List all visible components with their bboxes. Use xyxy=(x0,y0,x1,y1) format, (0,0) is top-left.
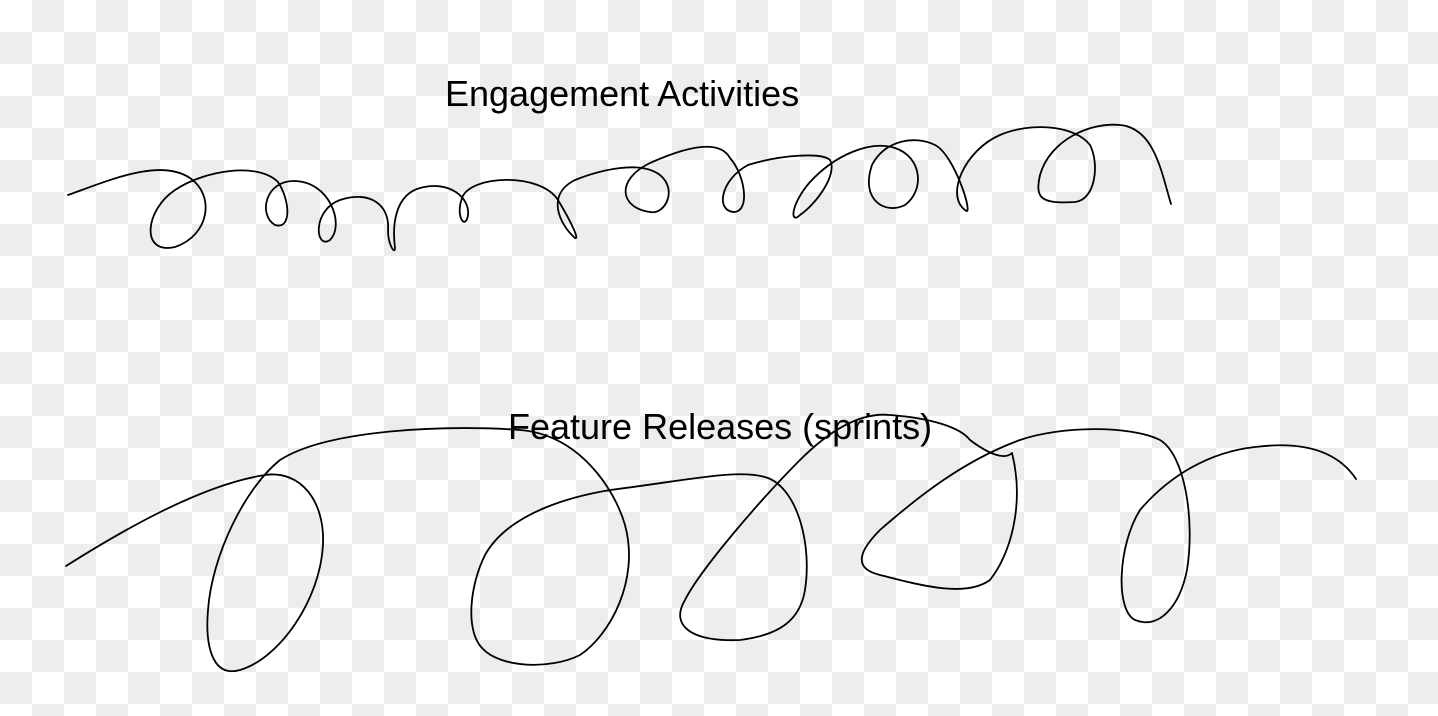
features-loop-stroke xyxy=(65,413,1357,673)
engagement-activities-label: Engagement Activities xyxy=(445,73,800,114)
engagement-loop-stroke xyxy=(67,123,1172,252)
feature-releases-label: Feature Releases (sprints) xyxy=(508,406,933,447)
